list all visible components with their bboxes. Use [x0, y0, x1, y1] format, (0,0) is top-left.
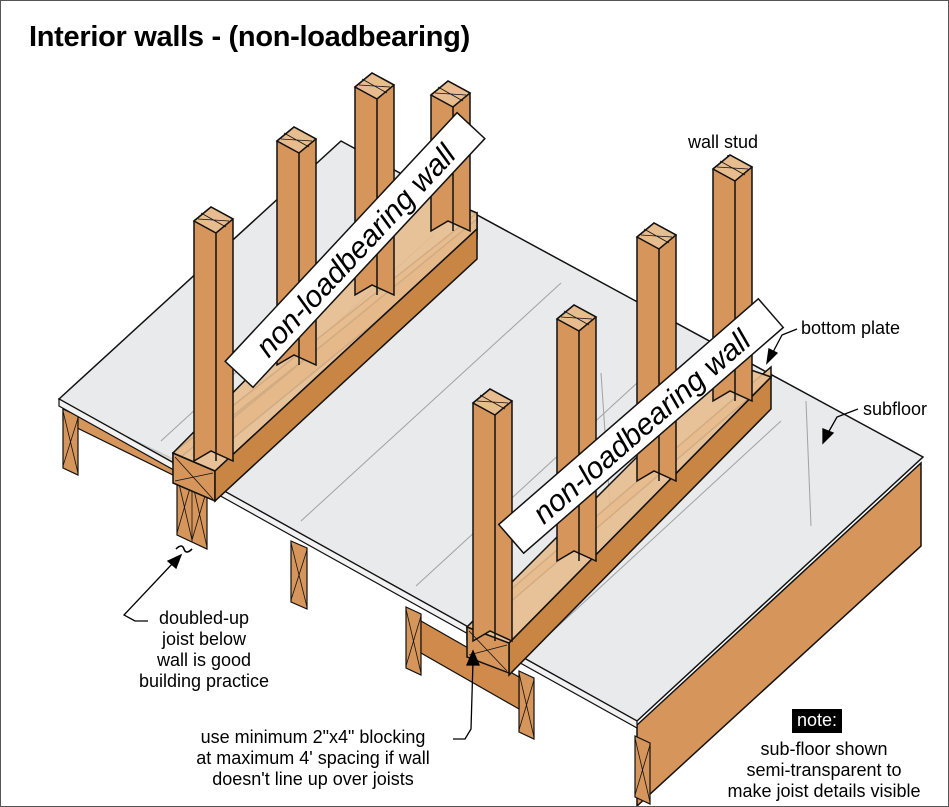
doubled-joist-arrow	[122, 545, 193, 622]
note-badge: note:	[792, 709, 843, 733]
subfloor-label: subfloor	[863, 399, 928, 419]
note-text: sub-floor shown semi-transparent to make…	[701, 739, 947, 802]
doubled-joist-line: wall is good	[156, 650, 252, 670]
wall-stud-label: wall stud	[688, 132, 759, 152]
note-line: make joist details visible	[727, 781, 921, 801]
blocking-line: use minimum 2"x4" blocking	[200, 727, 426, 747]
note-line: semi-transparent to	[746, 760, 902, 780]
page-title: Interior walls - (non-loadbearing)	[29, 21, 470, 53]
blocking-line: at maximum 4' spacing if wall	[196, 748, 430, 768]
blocking-label: use minimum 2"x4" blocking at maximum 4'…	[179, 727, 447, 790]
back-wall	[171, 72, 478, 503]
doubled-joist-label: doubled-up joist below wall is good buil…	[119, 608, 289, 692]
blocking-line: doesn't line up over joists	[212, 769, 414, 789]
bottom-plate-label: bottom plate	[801, 318, 901, 338]
joist-end	[518, 670, 535, 740]
bottom-plate-end	[174, 456, 214, 500]
doubled-joist-line: joist below	[161, 629, 247, 649]
bottom-plate-arrow	[766, 328, 798, 365]
doubled-joist-line: doubled-up	[158, 608, 250, 628]
joist-end	[634, 735, 651, 805]
doubled-joist-line: building practice	[138, 671, 270, 691]
wall-stud	[471, 388, 514, 643]
blocking-arrow	[453, 649, 480, 740]
leader-lines	[122, 155, 859, 740]
joist-end	[290, 540, 308, 610]
subfloor-arrow	[822, 408, 859, 445]
wall-stud	[192, 206, 235, 463]
joist-end	[405, 606, 422, 676]
note-line: sub-floor shown	[760, 739, 888, 759]
wall-stud	[555, 304, 598, 563]
joist-end	[62, 408, 79, 476]
